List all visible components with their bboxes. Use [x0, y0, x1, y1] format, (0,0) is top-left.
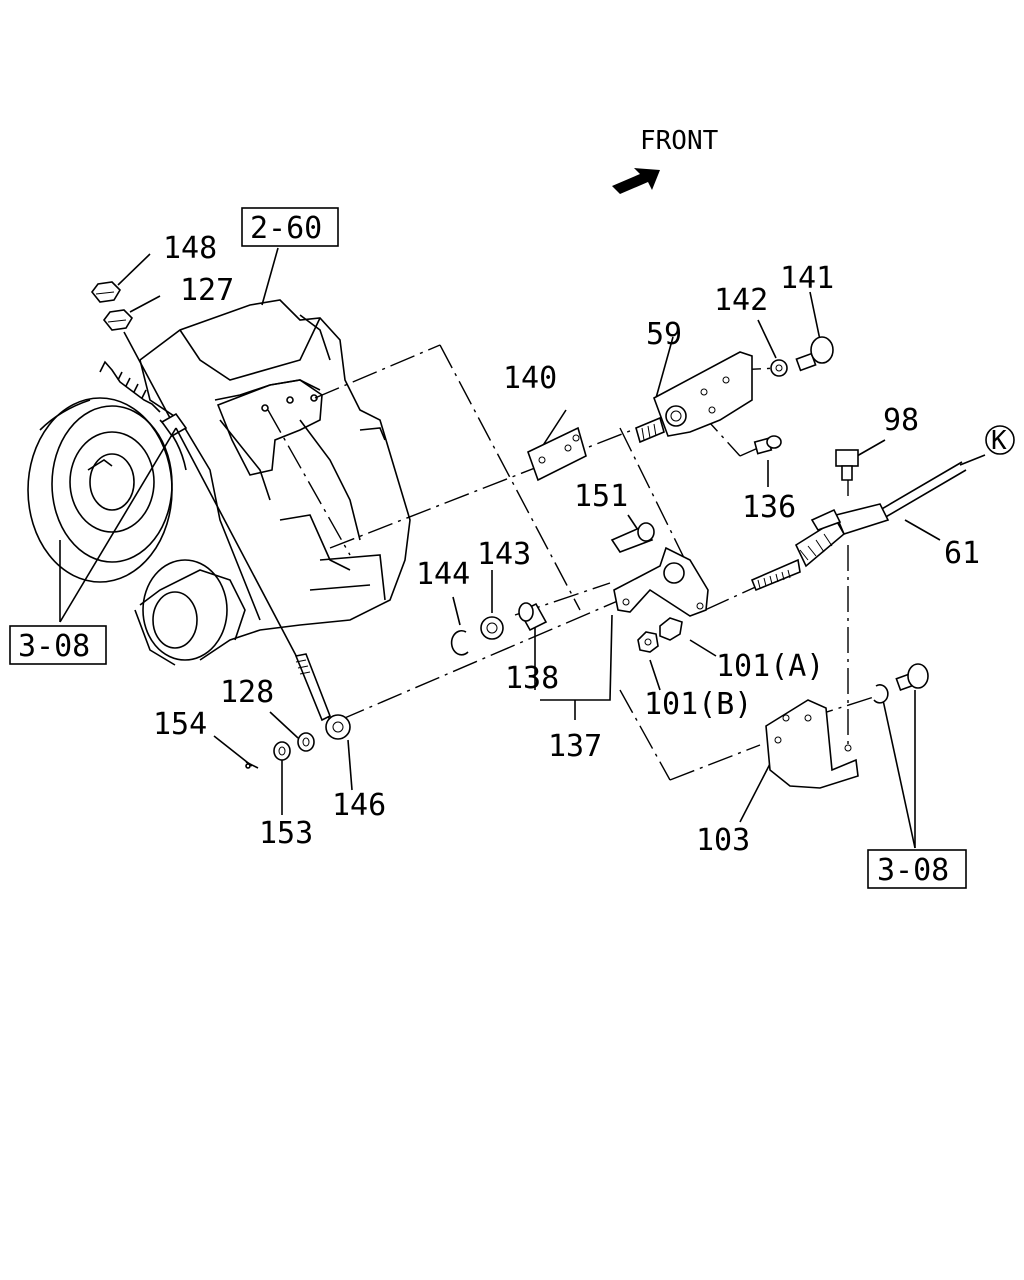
- nut-148: [90, 281, 122, 303]
- callout-142: 142: [714, 283, 768, 318]
- pin-151: [610, 522, 655, 553]
- transmission-housing: [27, 299, 411, 666]
- callout-146: 146: [332, 788, 386, 823]
- callout-141: 141: [780, 261, 834, 296]
- callout-151: 151: [574, 479, 628, 514]
- callout-154: 154: [153, 707, 207, 742]
- ref-3-08-left-text: 3-08: [18, 629, 90, 664]
- nut-127: [102, 309, 134, 331]
- cable-61: [750, 461, 967, 592]
- clip-144: [450, 629, 469, 656]
- nut-101b: [637, 631, 659, 653]
- callout-k: K: [991, 426, 1007, 456]
- callout-153: 153: [259, 816, 313, 851]
- rod-146: [294, 653, 351, 740]
- lever-137: [613, 546, 709, 617]
- callout-101b: 101(B): [644, 687, 752, 722]
- callout-138: 138: [505, 661, 559, 696]
- k-marker: [985, 425, 1015, 455]
- bracket-140: [527, 426, 587, 482]
- pin-136: [753, 435, 782, 455]
- callout-143: 143: [477, 537, 531, 572]
- callout-61: 61: [944, 536, 980, 571]
- callout-140: 140: [503, 361, 557, 396]
- callout-127: 127: [180, 273, 234, 308]
- callout-137: 137: [548, 729, 602, 764]
- nut-101a: [659, 617, 683, 641]
- callout-103: 103: [696, 823, 750, 858]
- washer-142: [770, 359, 788, 377]
- ref-box-2-60[interactable]: 2-60: [241, 207, 339, 247]
- ref-box-3-08-right[interactable]: 3-08: [867, 849, 967, 889]
- callout-144: 144: [416, 557, 470, 592]
- washer-143: [480, 616, 504, 640]
- ref-box-3-08-left[interactable]: 3-08: [9, 625, 107, 665]
- bracket-59: [635, 351, 753, 444]
- ref-2-60-text: 2-60: [250, 211, 322, 246]
- pin-154: [245, 761, 259, 769]
- callout-101a: 101(A): [716, 649, 824, 684]
- callout-136: 136: [742, 490, 796, 525]
- callout-148: 148: [163, 231, 217, 266]
- bolt-141: [795, 336, 834, 372]
- bushing-138: [518, 602, 548, 632]
- ref-3-08-right-text: 3-08: [877, 853, 949, 888]
- bolt-98: [835, 449, 859, 481]
- washer-right: [873, 684, 889, 704]
- front-arrow-icon: [612, 168, 660, 194]
- bolt-right: [895, 663, 929, 692]
- front-label: FRONT: [640, 126, 719, 156]
- bracket-103: [765, 699, 859, 789]
- callout-128: 128: [220, 675, 274, 710]
- washer-128: [297, 732, 315, 752]
- callout-59: 59: [646, 317, 682, 352]
- washer-153: [273, 741, 291, 761]
- callout-98: 98: [883, 403, 919, 438]
